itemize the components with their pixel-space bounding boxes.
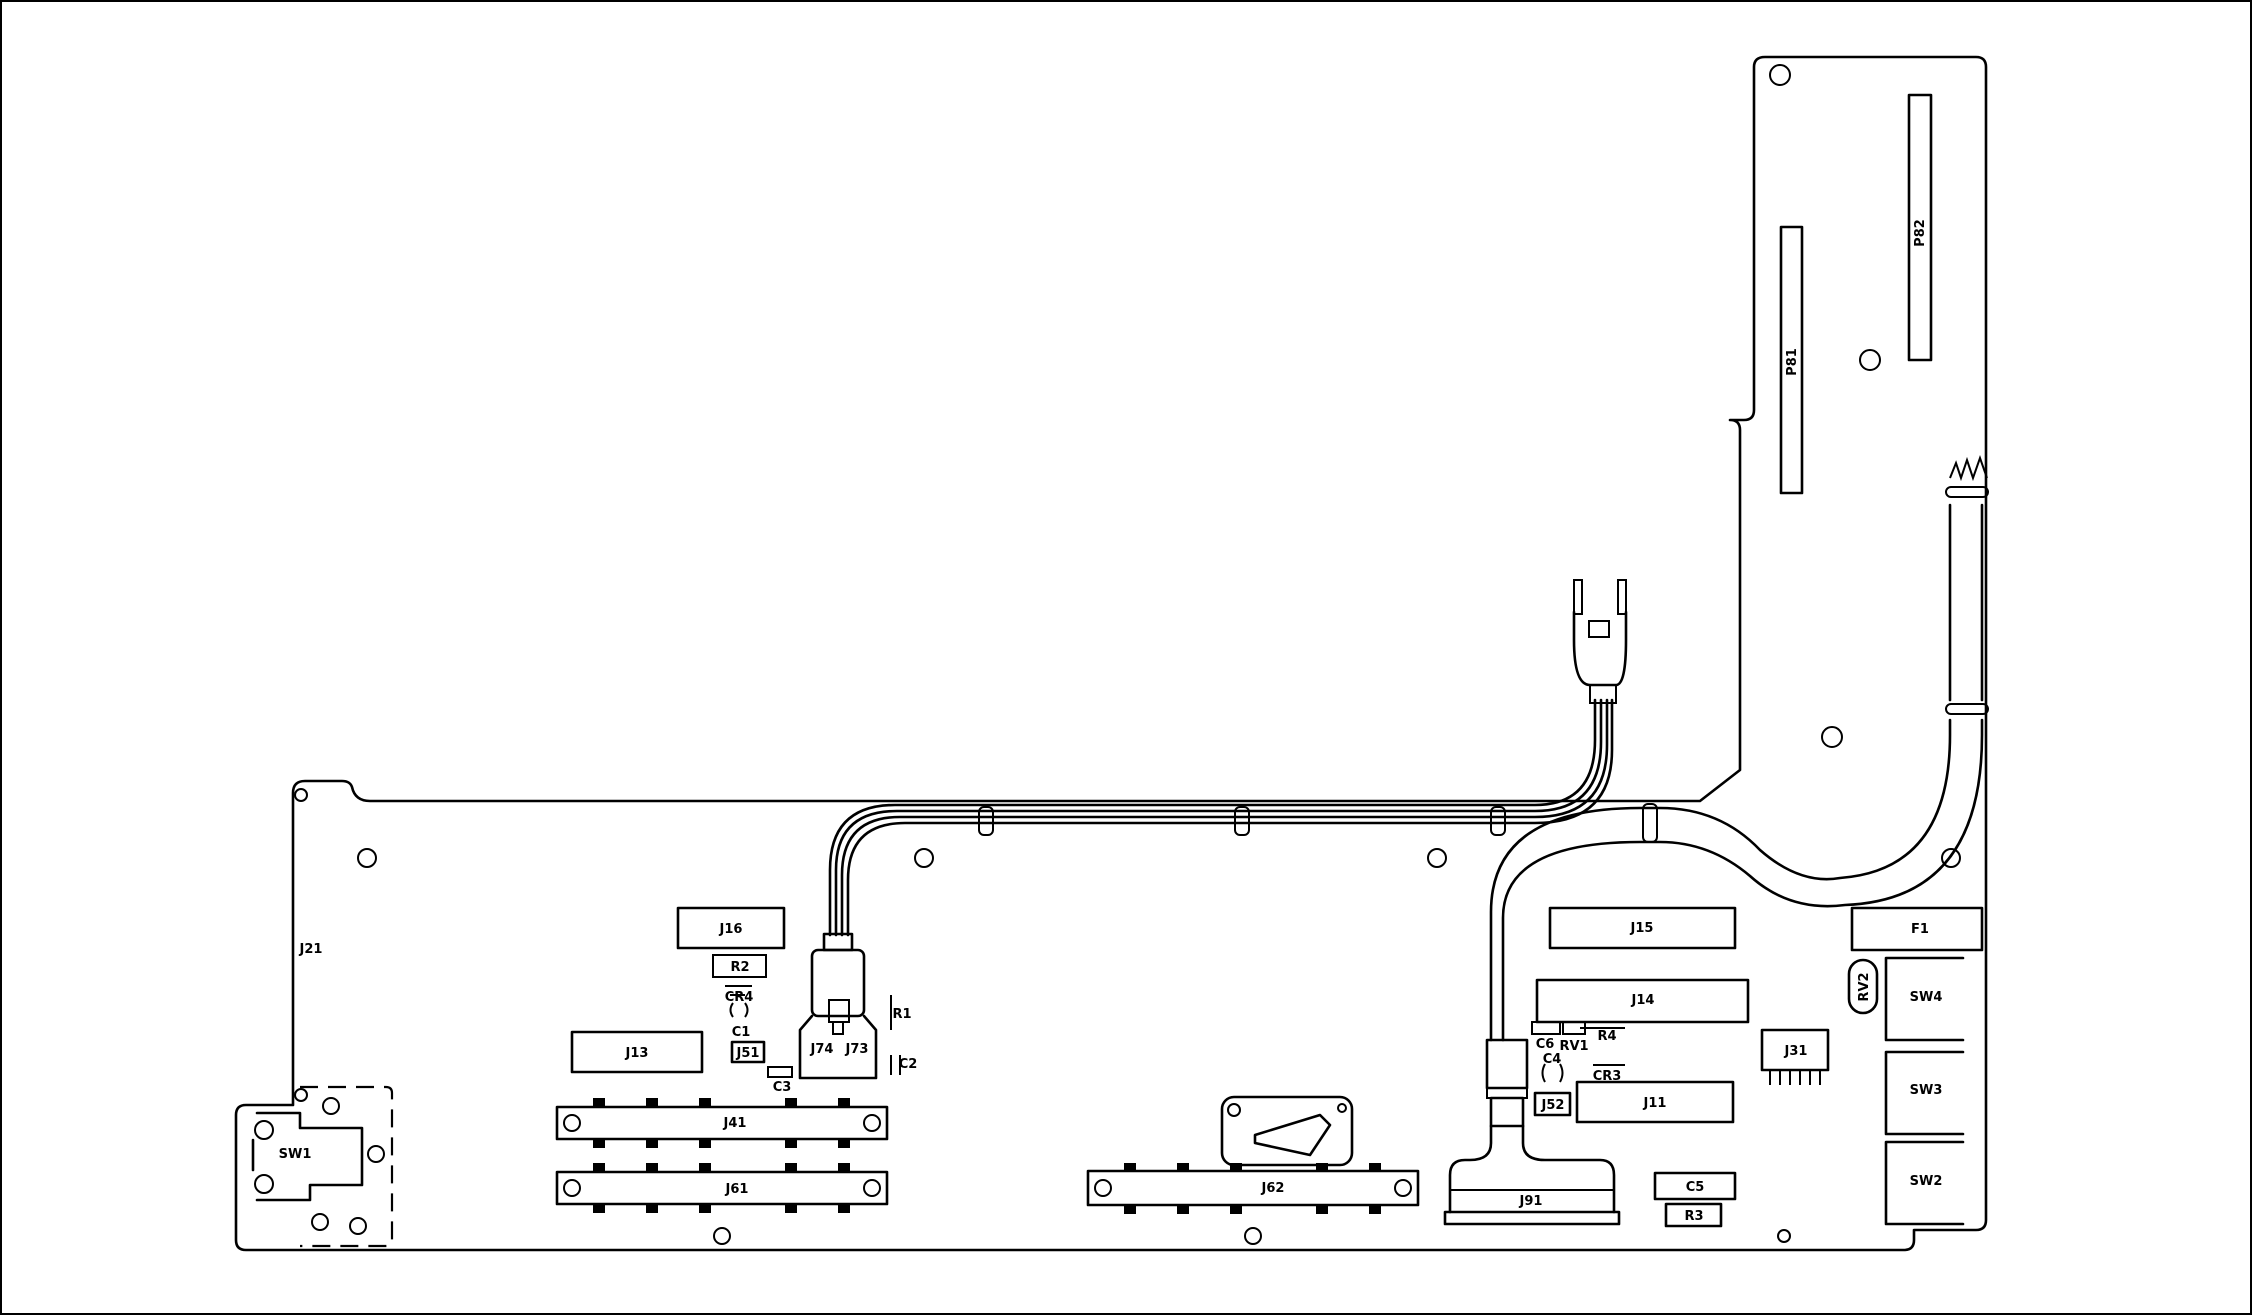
switch-sw2 <box>1884 1140 1965 1226</box>
label-j62: J62 <box>1261 1181 1285 1196</box>
connector-j11 <box>1575 1080 1735 1124</box>
label-j73: J73 <box>845 1042 869 1057</box>
jumper-j51 <box>730 1040 766 1064</box>
header-j61 <box>555 1163 889 1213</box>
capacitor-c4 <box>1541 1063 1564 1083</box>
label-j16: J16 <box>719 922 743 937</box>
label-sw4: SW4 <box>1910 990 1943 1005</box>
capacitor-c2 <box>890 1055 901 1075</box>
switch-sw4 <box>1884 956 1965 1042</box>
power-plug <box>1572 579 1628 704</box>
cable-harness <box>828 698 1658 937</box>
mounting-holes <box>294 64 1961 1245</box>
connector-j15 <box>1548 906 1737 950</box>
label-r2: R2 <box>730 960 749 975</box>
resistor-r2 <box>712 954 767 978</box>
label-j61: J61 <box>725 1182 749 1197</box>
label-r4: R4 <box>1597 1029 1616 1044</box>
connector-j14 <box>1535 978 1750 1024</box>
bracket <box>1220 1095 1354 1167</box>
label-c5: C5 <box>1686 1180 1705 1195</box>
label-j13: J13 <box>625 1046 649 1061</box>
label-c2: C2 <box>899 1057 918 1072</box>
label-f1: F1 <box>1911 922 1929 937</box>
label-c1: C1 <box>732 1025 751 1040</box>
sw1-assembly <box>251 1085 394 1248</box>
label-j41: J41 <box>723 1116 747 1131</box>
label-j91: J91 <box>1519 1194 1543 1209</box>
label-sw3: SW3 <box>1910 1083 1943 1098</box>
label-sw2: SW2 <box>1910 1174 1943 1189</box>
label-cr3: CR3 <box>1593 1069 1622 1084</box>
label-j15: J15 <box>1630 921 1654 936</box>
label-r3: R3 <box>1684 1209 1703 1224</box>
right-cable <box>1945 454 1989 715</box>
label-j52: J52 <box>1541 1098 1565 1113</box>
header-j41 <box>555 1098 889 1148</box>
label-j11: J11 <box>1643 1096 1667 1111</box>
j91-cable <box>1443 1038 1621 1226</box>
loop-cable <box>1489 718 1984 1042</box>
varistor-rv2 <box>1847 958 1879 1015</box>
j74-j73-connector <box>798 932 878 1080</box>
label-p81: P81 <box>1785 348 1800 376</box>
resistor-r3 <box>1664 1202 1723 1228</box>
label-c4: C4 <box>1543 1052 1562 1067</box>
connector-j31 <box>1760 1028 1830 1085</box>
label-p82: P82 <box>1913 219 1928 247</box>
diode-cr4 <box>725 985 752 996</box>
label-r1: R1 <box>892 1007 911 1022</box>
label-j31: J31 <box>1784 1044 1808 1059</box>
connector-j13 <box>570 1030 704 1074</box>
header-j62 <box>1086 1163 1420 1214</box>
label-rv2: RV2 <box>1857 972 1872 1001</box>
label-j14: J14 <box>1631 993 1655 1008</box>
label-j21: J21 <box>299 942 323 957</box>
capacitor-c1 <box>729 1002 749 1018</box>
label-c3: C3 <box>773 1080 792 1095</box>
board-outline <box>234 55 1988 1252</box>
label-j74: J74 <box>810 1042 834 1057</box>
capacitor-c5 <box>1653 1171 1737 1201</box>
label-c6: C6 <box>1536 1037 1555 1052</box>
connector-p81 <box>1779 225 1804 495</box>
connector-j16 <box>676 906 786 950</box>
label-sw1: SW1 <box>279 1147 312 1162</box>
label-j51: J51 <box>736 1046 760 1061</box>
switch-sw3 <box>1884 1050 1965 1136</box>
fuse-f1 <box>1850 906 1984 952</box>
label-rv1: RV1 <box>1559 1039 1588 1054</box>
capacitor-c6 <box>1531 1021 1561 1035</box>
connector-p82 <box>1907 93 1933 362</box>
capacitor-c3 <box>767 1066 793 1078</box>
label-cr4: CR4 <box>725 990 754 1005</box>
jumper-j52 <box>1533 1091 1572 1117</box>
